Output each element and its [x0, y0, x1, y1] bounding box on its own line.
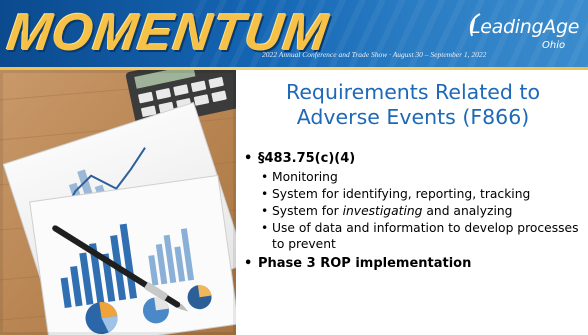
bullet-list: §483.75(c)(4) Monitoring System for iden… — [244, 150, 584, 274]
sub-bullet-investigating-suffix: and analyzing — [422, 204, 513, 218]
sub-bullet-identifying-reporting-tracking: System for identifying, reporting, track… — [244, 186, 584, 202]
sub-bullet-investigating-analyzing: System for investigating and analyzing — [244, 203, 584, 219]
sub-bullet-monitoring: Monitoring — [244, 169, 584, 185]
slide-title: Requirements Related to Adverse Events (… — [238, 80, 588, 130]
slide-header-banner: MOMENTUM 2022 Annual Conference and Trad… — [0, 0, 588, 70]
leadingage-swoosh-icon — [469, 13, 481, 37]
sub-bullet-use-of-data: Use of data and information to develop p… — [244, 220, 584, 252]
header-decoration — [190, 0, 588, 70]
bullet-regulation: §483.75(c)(4) — [244, 150, 584, 167]
header-gold-rule — [0, 67, 588, 70]
logo-wordmark: LeadingAge — [470, 16, 580, 38]
sub-bullet-investigating-emphasis: investigating — [342, 204, 423, 218]
logo-state: Ohio — [542, 40, 566, 51]
slide-title-line-1: Requirements Related to — [286, 80, 540, 104]
conference-tagline: 2022 Annual Conference and Trade Show · … — [262, 50, 487, 59]
leadingage-ohio-logo: LeadingAge Ohio — [469, 12, 580, 64]
slide-title-line-2: Adverse Events (F866) — [296, 105, 530, 129]
sub-bullet-investigating-prefix: System for — [272, 204, 343, 218]
desk-with-charts-calculator-and-pen-photo — [0, 70, 236, 335]
bullet-phase-3-rop: Phase 3 ROP implementation — [244, 255, 584, 272]
